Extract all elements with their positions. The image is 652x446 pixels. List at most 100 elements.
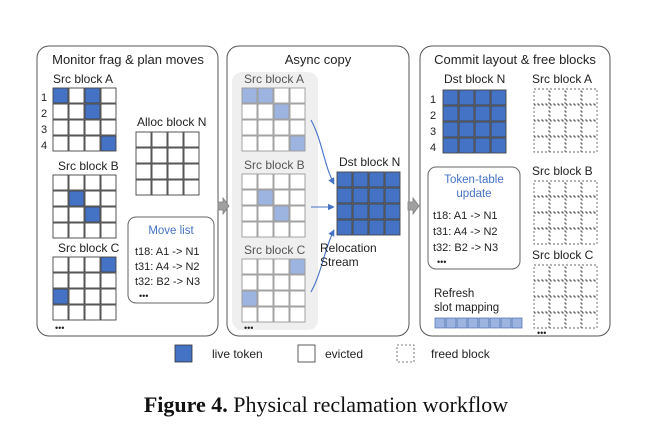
grid-cell [533, 104, 550, 121]
grid-cell [167, 147, 184, 164]
grid-cell [100, 174, 117, 191]
grid-cell [273, 221, 290, 238]
grid-cell [68, 206, 85, 223]
grid-cell [84, 119, 101, 136]
grid-cell [384, 171, 401, 188]
grid-cell [52, 103, 69, 120]
grid-cell [549, 196, 566, 213]
grid-cell [84, 256, 101, 273]
label-src-a: Src block A [53, 72, 113, 86]
grid-cell [490, 137, 507, 154]
dst-block-n-grid-commit [442, 89, 507, 154]
grid-cell [273, 306, 290, 323]
grid-cell [565, 104, 582, 121]
token-table-entry-1: t18: A1 -> N1 [433, 210, 498, 222]
grid-cell [257, 221, 274, 238]
grid-cell [581, 88, 598, 105]
grid-cell [257, 173, 274, 190]
grid-cell [84, 222, 101, 239]
grid-cell [241, 189, 258, 206]
grid-cell [565, 196, 582, 213]
token-table-entry-3: t32: B2 -> N3 [433, 242, 498, 254]
grid-cell [68, 103, 85, 120]
src-block-a-grid [52, 87, 117, 152]
grid-cell [368, 219, 385, 236]
ellipsis-panel1: ••• [55, 323, 64, 333]
grid-cell [384, 187, 401, 204]
move-list-box [127, 216, 215, 304]
grid-cell [257, 274, 274, 291]
grid-cell [52, 304, 69, 321]
grid-cell [68, 119, 85, 136]
label-copy-src-c: Src block C [244, 243, 306, 257]
grid-cell [273, 119, 290, 136]
grid-cell [273, 135, 290, 152]
slot-cell [500, 317, 512, 329]
grid-cell [183, 131, 200, 148]
grid-cell [52, 222, 69, 239]
grid-cell [68, 174, 85, 191]
grid-cell [336, 171, 353, 188]
grid-cell [257, 290, 274, 307]
label-src-c: Src block C [58, 241, 120, 255]
grid-cell [581, 280, 598, 297]
slot-cell [489, 317, 501, 329]
grid-cell [458, 137, 475, 154]
grid-cell [100, 272, 117, 289]
grid-cell [257, 306, 274, 323]
grid-cell [167, 179, 184, 196]
grid-cell [84, 135, 101, 152]
grid-cell [241, 135, 258, 152]
grid-cell [581, 120, 598, 137]
grid-cell [384, 219, 401, 236]
grid-cell [100, 288, 117, 305]
grid-cell [549, 296, 566, 313]
grid-cell [289, 258, 306, 275]
grid-cell [241, 274, 258, 291]
legend-evicted-swatch [297, 344, 316, 363]
grid-cell [549, 312, 566, 329]
row-number-3: 3 [41, 124, 47, 136]
legend-live-swatch [174, 344, 193, 363]
grid-cell [533, 180, 550, 197]
grid-cell [52, 174, 69, 191]
legend-evicted-label: evicted [325, 347, 363, 361]
grid-cell [100, 103, 117, 120]
reclamation-workflow-diagram: Monitor frag & plan moves Async copy Com… [36, 45, 611, 363]
grid-cell [100, 135, 117, 152]
move-list-entry-2: t31: A4 -> N2 [135, 261, 200, 273]
grid-cell [442, 121, 459, 138]
grid-cell [52, 190, 69, 207]
grid-cell [474, 89, 491, 106]
grid-cell [84, 288, 101, 305]
move-list-entry-3: t32: B2 -> N3 [135, 276, 200, 288]
grid-cell [100, 304, 117, 321]
grid-cell [581, 136, 598, 153]
grid-cell [581, 228, 598, 245]
slot-cell [511, 317, 523, 329]
grid-cell [581, 196, 598, 213]
grid-cell [167, 131, 184, 148]
grid-cell [84, 103, 101, 120]
grid-cell [565, 88, 582, 105]
grid-cell [241, 221, 258, 238]
grid-cell [549, 180, 566, 197]
grid-cell [289, 173, 306, 190]
grid-cell [257, 205, 274, 222]
grid-cell [368, 171, 385, 188]
grid-cell [241, 87, 258, 104]
relocation-arrow-c [310, 229, 335, 293]
legend-freed-label: freed block [431, 347, 491, 361]
grid-cell [52, 288, 69, 305]
grid-cell [533, 296, 550, 313]
grid-cell [52, 135, 69, 152]
freed-src-block-a-grid [533, 88, 598, 153]
grid-cell [549, 104, 566, 121]
slot-mapping-bar [434, 317, 523, 329]
copy-src-block-b-grid [241, 173, 306, 238]
grid-cell [289, 135, 306, 152]
row-number-4: 4 [41, 140, 47, 152]
grid-cell [289, 119, 306, 136]
grid-cell [151, 147, 168, 164]
label-dst-n-commit: Dst block N [444, 72, 505, 86]
